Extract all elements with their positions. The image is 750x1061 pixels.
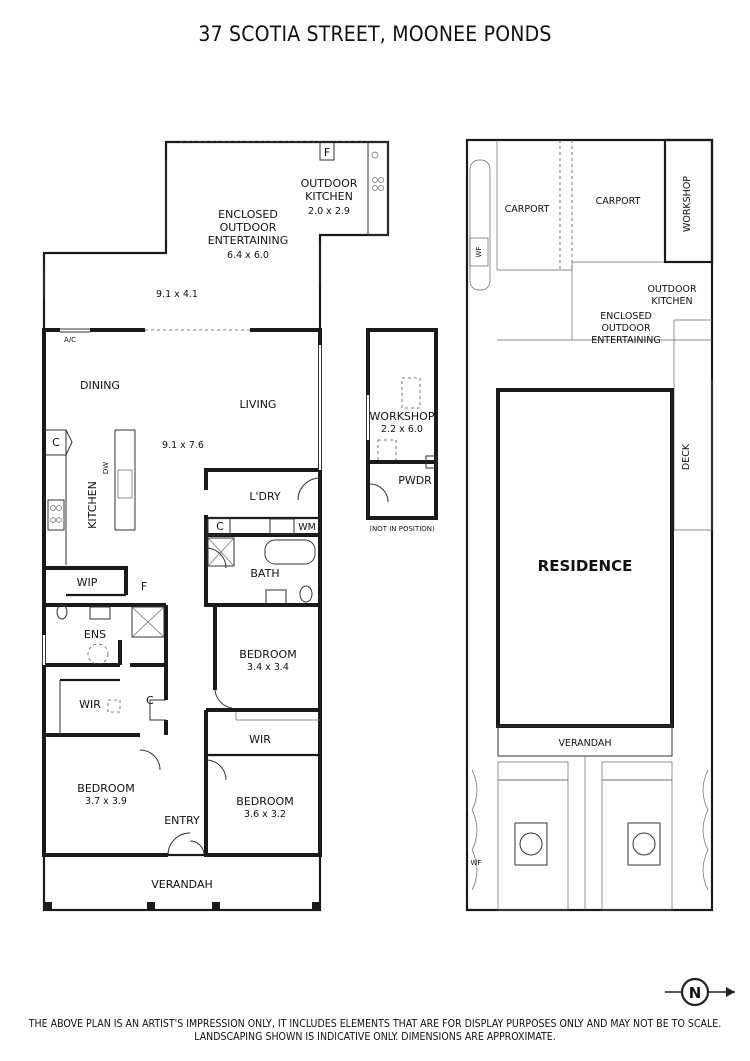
svg-text:BEDROOM: BEDROOM (236, 795, 293, 808)
svg-text:WIR: WIR (249, 733, 271, 746)
svg-text:C: C (216, 520, 224, 533)
svg-text:CARPORT: CARPORT (505, 204, 550, 215)
svg-text:ENS: ENS (84, 628, 106, 641)
svg-text:(NOT IN POSITION): (NOT IN POSITION) (369, 525, 435, 533)
svg-text:2.2 x 6.0: 2.2 x 6.0 (381, 424, 423, 435)
svg-text:WORKSHOP: WORKSHOP (370, 410, 435, 423)
svg-text:A/C: A/C (64, 336, 76, 344)
svg-text:LIVING: LIVING (240, 398, 277, 411)
svg-text:WORKSHOP: WORKSHOP (682, 176, 693, 232)
north-compass: N (665, 977, 735, 1007)
svg-text:WF: WF (475, 247, 483, 258)
svg-text:6.4 x 6.0: 6.4 x 6.0 (227, 250, 269, 261)
disclaimer-line-2: LANDSCAPING SHOWN IS INDICATIVE ONLY. DI… (194, 1031, 556, 1043)
svg-text:DECK: DECK (681, 443, 692, 470)
svg-text:WM: WM (298, 522, 316, 533)
svg-text:9.1 x 4.1: 9.1 x 4.1 (156, 289, 198, 300)
disclaimer: THE ABOVE PLAN IS AN ARTIST'S IMPRESSION… (0, 1018, 750, 1044)
svg-text:WIR: WIR (79, 698, 101, 711)
svg-text:DINING: DINING (80, 379, 120, 392)
svg-text:DW: DW (102, 462, 110, 474)
svg-text:BATH: BATH (250, 567, 279, 580)
svg-text:CARPORT: CARPORT (596, 196, 641, 207)
disclaimer-line-1: THE ABOVE PLAN IS AN ARTIST'S IMPRESSION… (28, 1018, 722, 1030)
svg-text:2.0 x 2.9: 2.0 x 2.9 (308, 206, 350, 217)
svg-text:C: C (52, 436, 60, 449)
svg-text:3.4 x 3.4: 3.4 x 3.4 (247, 662, 289, 673)
svg-text:C: C (146, 694, 154, 707)
svg-text:PWDR: PWDR (398, 474, 432, 487)
svg-text:BEDROOM: BEDROOM (239, 648, 296, 661)
svg-text:L'DRY: L'DRY (249, 490, 281, 503)
plan-title: 37 SCOTIA STREET, MOONEE PONDS (198, 22, 552, 46)
svg-text:WIP: WIP (77, 576, 98, 589)
svg-text:VERANDAH: VERANDAH (558, 738, 611, 749)
svg-text:3.6 x 3.2: 3.6 x 3.2 (244, 809, 286, 820)
workshop-plan: WORKSHOP 2.2 x 6.0 PWDR (NOT IN POSITION… (365, 328, 438, 533)
svg-text:VERANDAH: VERANDAH (151, 878, 213, 891)
svg-text:F: F (141, 580, 147, 593)
svg-text:N: N (689, 984, 702, 1002)
svg-text:RESIDENCE: RESIDENCE (538, 557, 633, 575)
svg-text:WF: WF (471, 859, 482, 867)
svg-text:BEDROOM: BEDROOM (77, 782, 134, 795)
svg-text:9.1 x 7.6: 9.1 x 7.6 (162, 440, 204, 451)
svg-text:KITCHEN: KITCHEN (86, 481, 99, 529)
svg-text:3.7 x 3.9: 3.7 x 3.9 (85, 796, 127, 807)
svg-text:ENTRY: ENTRY (164, 814, 200, 827)
svg-text:F: F (324, 146, 330, 159)
